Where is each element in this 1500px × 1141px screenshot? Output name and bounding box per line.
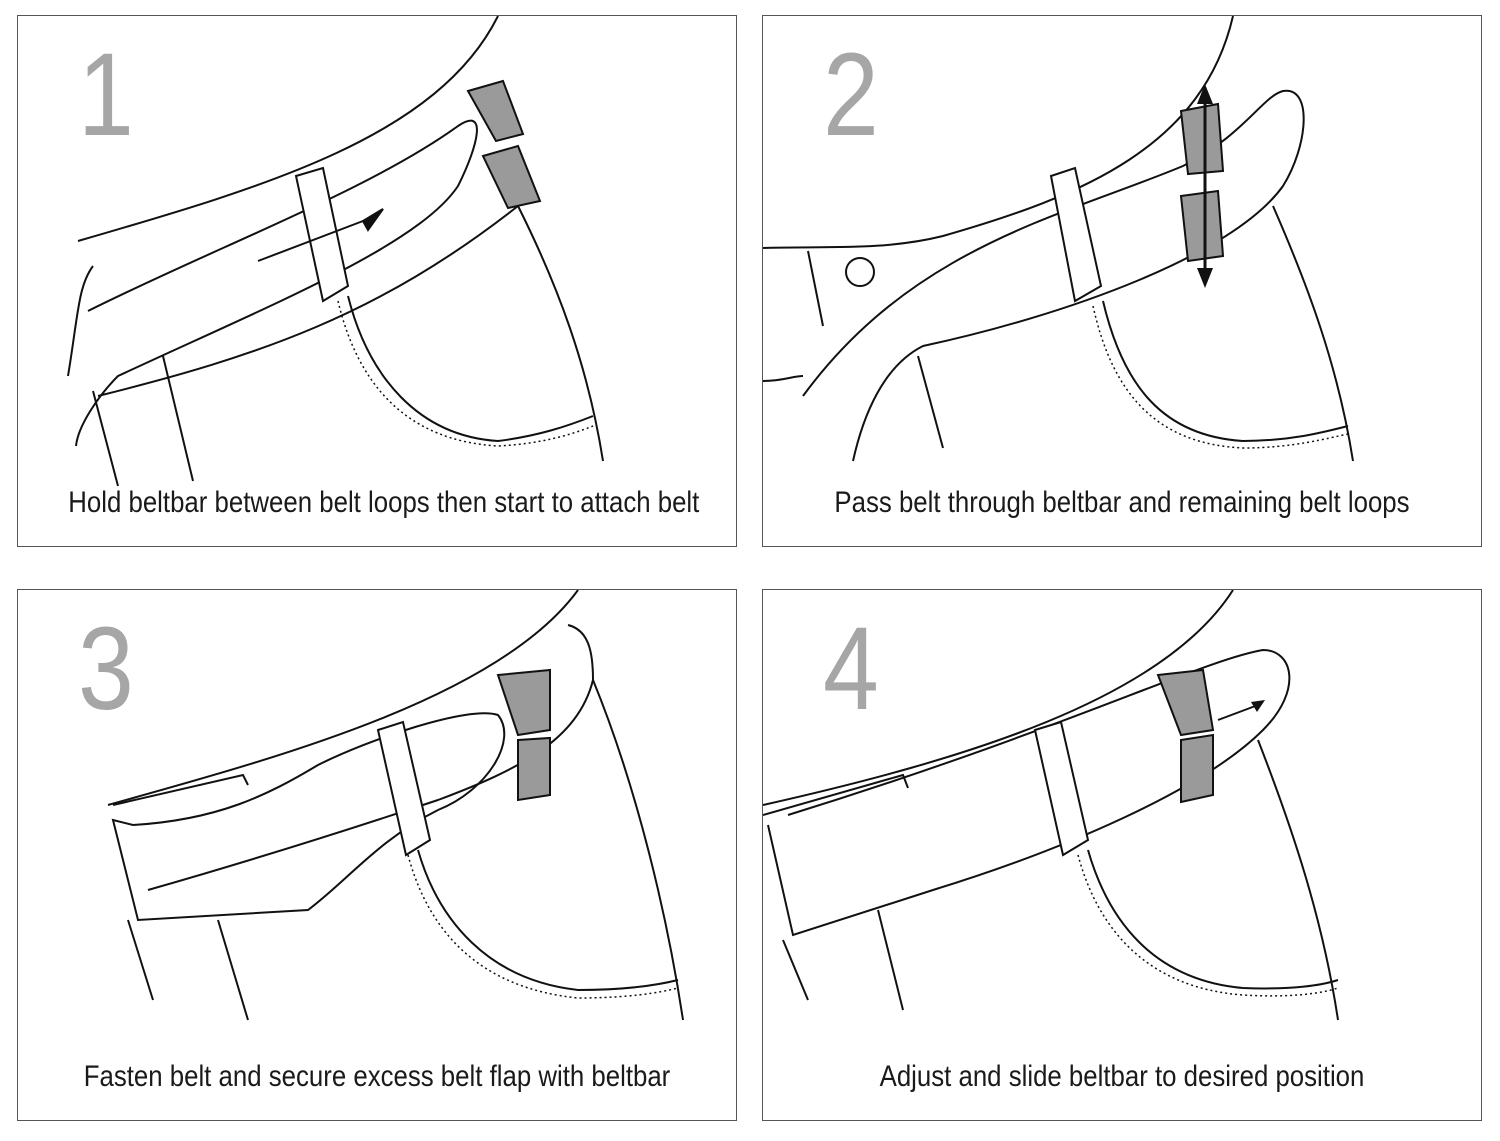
step-2-illustration	[763, 16, 1354, 462]
step-number: 1	[78, 29, 134, 161]
step-3-panel: 3 Fasten belt and secure excess belt fla…	[17, 589, 737, 1121]
step-4-panel: 4 Adjust and slide beltbar to desired po…	[762, 589, 1482, 1121]
step-caption: Adjust and slide beltbar to desired posi…	[879, 1060, 1365, 1093]
step-3-illustration	[107, 590, 684, 1021]
step-caption: Pass belt through beltbar and remaining …	[834, 486, 1410, 519]
step-2-panel: 2 Pass belt through beltbar and remainin…	[762, 15, 1482, 547]
button-icon	[845, 257, 875, 287]
step-number: 3	[78, 603, 134, 735]
step-number: 2	[823, 29, 879, 161]
step-1-illustration	[67, 16, 604, 487]
step-caption: Hold beltbar between belt loops then sta…	[68, 486, 700, 519]
step-4-illustration	[763, 590, 1339, 1021]
step-number: 4	[823, 603, 879, 735]
step-1-panel: 1 Hold beltbar between belt loops then s…	[17, 15, 737, 547]
step-caption: Fasten belt and secure excess belt flap …	[83, 1060, 671, 1093]
